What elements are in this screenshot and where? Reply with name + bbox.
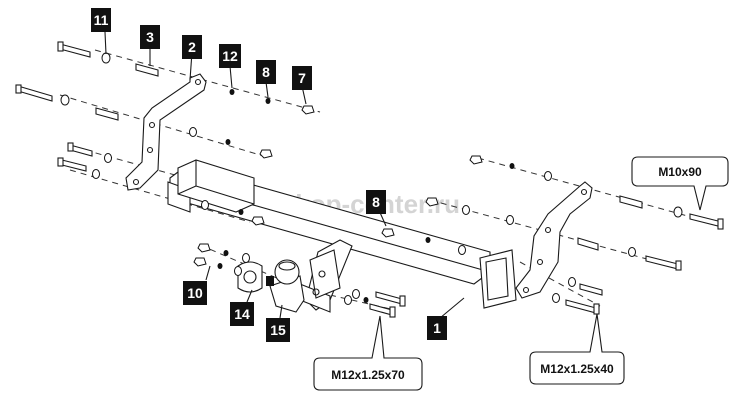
right-side-bracket <box>515 181 593 299</box>
svg-text:1: 1 <box>433 320 441 336</box>
callout-m10x90: M10x90 <box>631 156 729 211</box>
callout-m12x1-25x70: M12x1.25x70 <box>313 315 423 391</box>
left-side-bracket <box>125 73 207 191</box>
svg-text:11: 11 <box>94 12 109 28</box>
svg-text:7: 7 <box>298 70 306 86</box>
callout-m12x1-25x40: M12x1.25x40 <box>529 313 625 385</box>
part-label-8-lower: 8 <box>366 190 386 214</box>
part-number-labels: 11 3 2 12 8 7 8 10 14 15 1 <box>91 8 447 342</box>
svg-text:M10x90: M10x90 <box>658 165 702 179</box>
main-crossbar <box>167 159 517 309</box>
svg-text:15: 15 <box>270 322 286 338</box>
svg-text:12: 12 <box>222 48 238 64</box>
part-label-11: 11 <box>91 8 111 32</box>
svg-text:14: 14 <box>234 306 250 322</box>
bolt-spec-callouts: M10x90 M12x1.25x70 M12x1.25x40 <box>313 156 729 391</box>
part-label-1: 1 <box>427 316 447 340</box>
svg-text:8: 8 <box>262 64 270 80</box>
tow-ball <box>269 259 305 313</box>
part-label-2: 2 <box>182 35 202 59</box>
assembly-axis-lines <box>59 49 721 311</box>
part-label-3: 3 <box>140 25 160 49</box>
svg-text:8: 8 <box>372 194 380 210</box>
part-label-15: 15 <box>266 318 290 342</box>
part-label-8: 8 <box>256 60 276 84</box>
part-label-14: 14 <box>230 302 254 326</box>
bolts-right-group <box>381 155 724 315</box>
svg-text:10: 10 <box>187 285 203 301</box>
bolts-ball-plate <box>193 243 406 318</box>
svg-text:3: 3 <box>146 29 154 45</box>
part-label-12: 12 <box>219 44 241 68</box>
bolts-left-group <box>15 41 315 226</box>
part-label-7: 7 <box>292 66 312 90</box>
electrical-socket <box>237 261 274 293</box>
drawbar-neck <box>299 239 353 313</box>
svg-text:M12x1.25x40: M12x1.25x40 <box>540 362 614 376</box>
svg-text:M12x1.25x70: M12x1.25x70 <box>331 368 405 382</box>
part-label-10: 10 <box>183 281 207 305</box>
svg-text:2: 2 <box>188 39 196 55</box>
